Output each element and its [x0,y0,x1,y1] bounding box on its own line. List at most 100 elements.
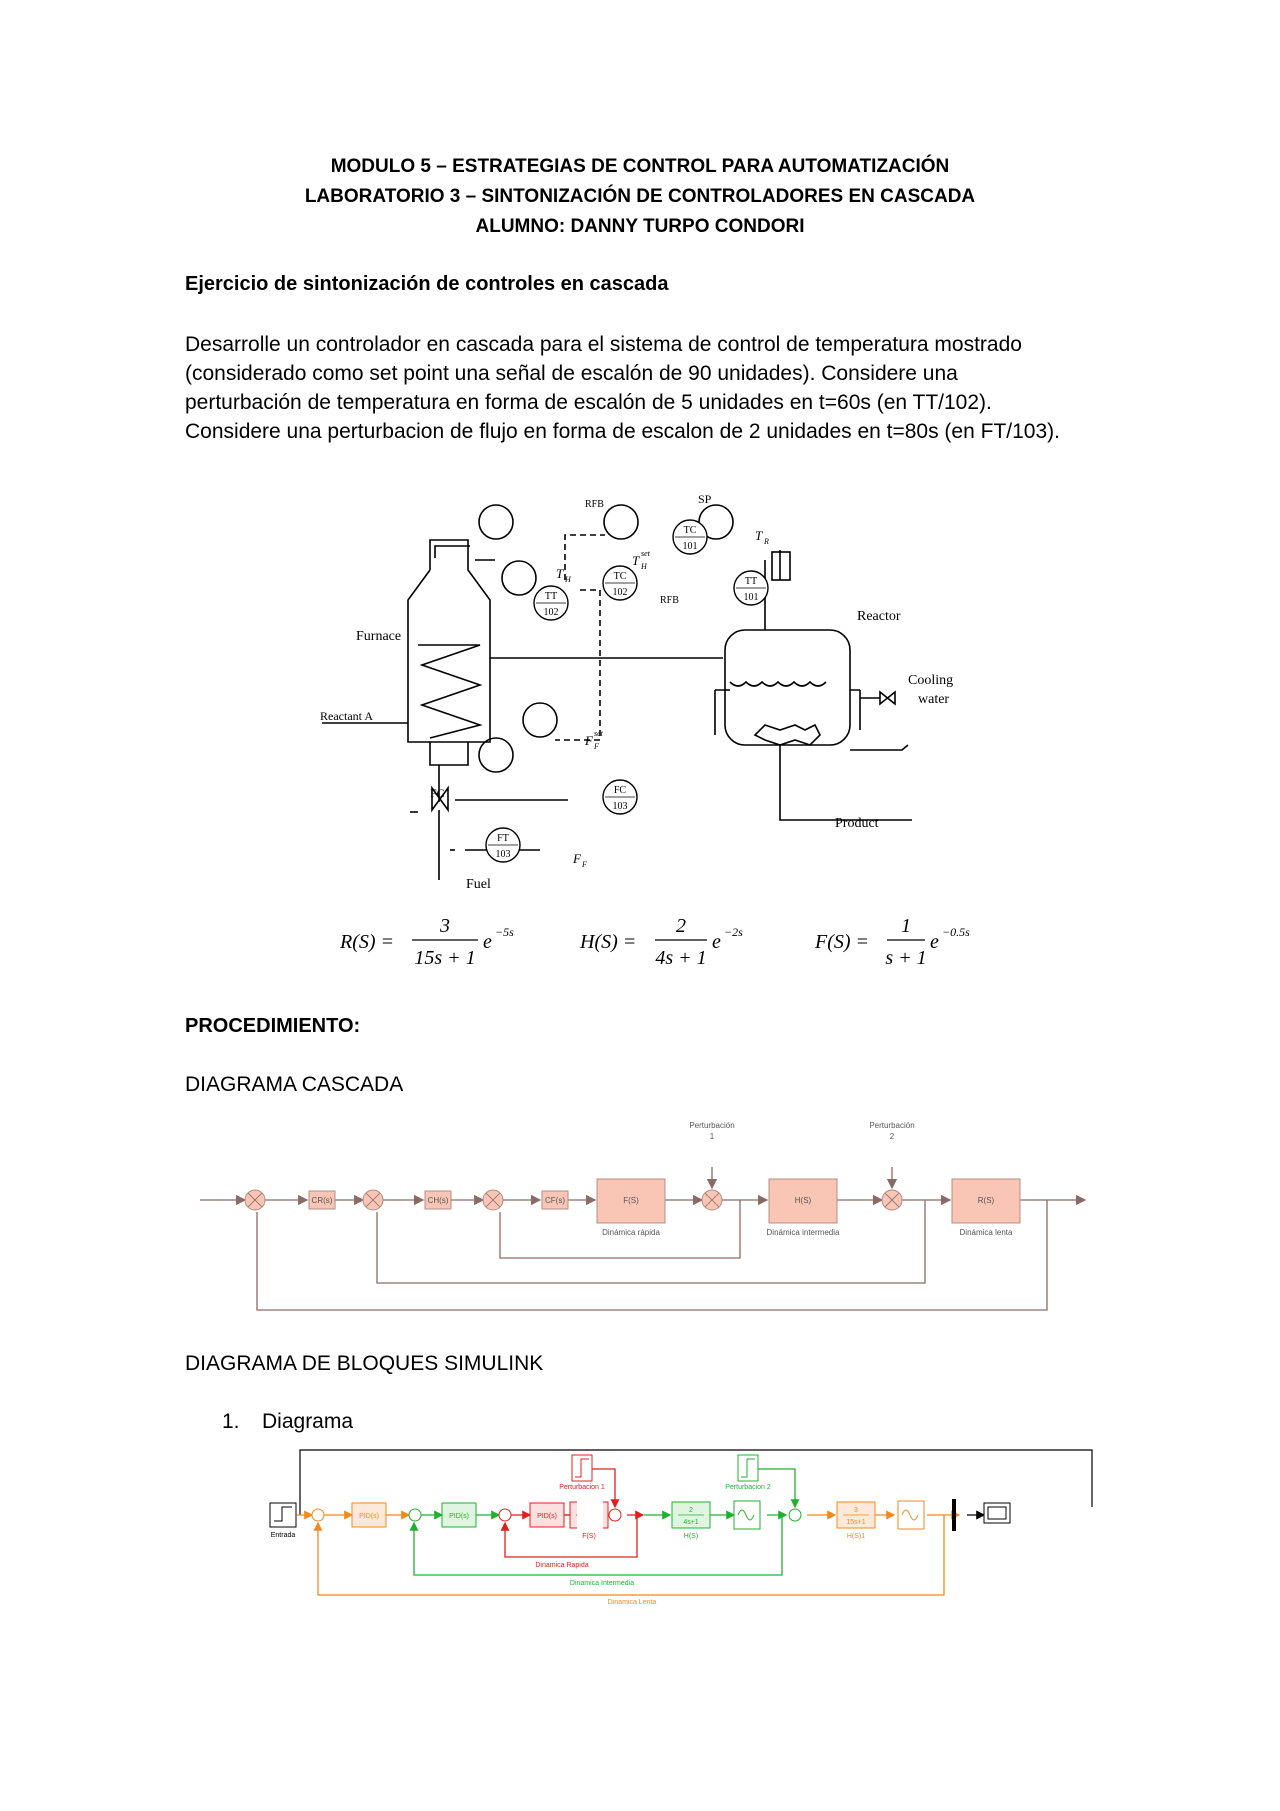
sim-pert2: Perturbacion 2 [725,1484,771,1491]
fc-valve-label: FC [430,786,445,800]
block-ch: CH(s) [428,1196,449,1205]
thset-sub: H [640,562,648,571]
fuel-label: Fuel [466,877,491,892]
th-label: T [556,566,564,581]
simulink-diagram: Entrada PID(s) PID(s) PID(s) Perturbacio… [269,1449,1093,1606]
exercise-line: Desarrolle un controlador en cascada par… [185,333,1022,356]
cascade-diagram: CR(s) CH(s) CF(s) F(S) H(S) R(S) Perturb… [200,1121,1087,1311]
eq-h-exp: e [712,931,721,953]
dyn-slow-label: Dinámica lenta [960,1228,1013,1237]
tt101-number: 101 [744,592,759,603]
tf-r-block-label: H(S)1 [847,1533,865,1540]
block-cf: CF(s) [545,1196,565,1205]
cascade-title: DIAGRAMA CASCADA [185,1073,404,1096]
pert1-number: 1 [710,1132,715,1141]
sp-label: SP [698,492,712,506]
tr-sub: R [763,537,769,546]
sim-pid3: PID(s) [537,1513,557,1520]
fset-sub: F [593,742,599,751]
block-h: H(S) [795,1196,812,1205]
pert2-label: Perturbación [869,1121,914,1130]
water-label: water [918,692,949,707]
eq-h-den: 4s + 1 [655,947,706,969]
exercise-title: Ejercicio de sintonización de controles … [185,273,669,295]
dyn-fast-label: Dinámica rápida [602,1228,660,1237]
tc102-tag: TC [614,571,627,582]
fset-label: F [584,733,594,748]
block-cr: CR(s) [312,1196,333,1205]
pert2-number: 2 [890,1132,895,1141]
sim-dyn-slow: Dinamica Lenta [608,1599,657,1606]
tf-r-block-den: 15s+1 [846,1519,865,1526]
none [262,1445,288,1473]
th-sub: H [564,575,572,584]
title-line-2: LABORATORIO 3 – SINTONIZACIÓN DE CONTROL… [304,186,976,207]
block-r: R(S) [978,1196,995,1205]
tf-h-block-den: 4s+1 [683,1519,698,1526]
tc101-number: 101 [683,541,698,552]
equations-row: R(S) = 3 15s + 1 e −5s H(S) = 2 4s + 1 e… [339,912,980,972]
tr-label: T [755,528,763,543]
ff-sub: F [581,860,587,869]
sim-dyn-mid: Dinamica Intermedia [570,1580,634,1587]
tc101-tag: TC [684,525,697,536]
eq-r-num: 3 [439,915,450,937]
sim-dyn-fast: Dinamica Rapida [535,1562,588,1569]
eq-r-lhs: R(S) = [340,931,394,953]
tf-r-block-num: 3 [854,1507,858,1514]
ft103-tag: FT [497,833,509,844]
title-line-3: ALUMNO: DANNY TURPO CONDORI [475,216,805,237]
tf-h-block-label: H(S) [684,1533,698,1540]
sim-pid1: PID(s) [359,1513,379,1520]
title-line-1: MODULO 5 – ESTRATEGIAS DE CONTROL PARA A… [330,156,950,177]
block-f: F(S) [623,1196,639,1205]
list-number: 1. [222,1410,240,1433]
tt102-tag: TT [545,591,557,602]
fset-sup: set [594,729,604,738]
simulink-title: DIAGRAMA DE BLOQUES SIMULINK [185,1352,544,1375]
eq-r-den: 15s + 1 [414,947,475,969]
reactant-label: Reactant A [320,709,373,723]
pert1-label: Perturbación [689,1121,734,1130]
ft103-number: 103 [496,849,511,860]
tf-h-block-num: 2 [689,1507,693,1514]
eq-f-pow: −0.5s [942,925,970,939]
eq-h-num: 2 [676,915,686,937]
sim-pid2: PID(s) [449,1513,469,1520]
product-label: Product [835,816,879,831]
list-item: Diagrama [262,1410,354,1433]
ff-label: F [572,851,582,866]
eq-f-exp: e [930,931,939,953]
exercise-line: perturbación de temperatura en forma de … [185,391,992,414]
delay-h-block [733,1500,761,1530]
eq-h-pow: −2s [724,925,743,939]
none [577,1501,603,1529]
tt102-number: 102 [544,607,559,618]
thset-label: T [632,553,640,568]
tc102-number: 102 [613,587,628,598]
dyn-mid-label: Dinámica intermedia [767,1228,840,1237]
procedure-title: PROCEDIMIENTO: [185,1015,361,1037]
exercise-line: (considerado como set point una señal de… [185,362,958,385]
eq-f-den: s + 1 [885,947,926,969]
fc103-number: 103 [613,801,628,812]
cooling-label: Cooling [908,673,953,688]
process-diagram [322,504,912,880]
reactor-label: Reactor [857,609,901,624]
sim-pert1: Perturbacion 1 [559,1484,605,1491]
rfb-right-label: RFB [660,595,679,606]
fc103-tag: FC [614,785,627,796]
rfb-top-label: RFB [585,499,604,510]
eq-r-exp: e [483,931,492,953]
delay-r-block [897,1500,925,1530]
thset-sup: set [641,549,651,558]
eq-f-num: 1 [901,915,911,937]
exercise-line: Considere una perturbacion de flujo en f… [185,420,1060,443]
eq-h-lhs: H(S) = [579,931,636,953]
tt101-tag: TT [745,576,757,587]
eq-r-pow: −5s [495,925,514,939]
eq-f-lhs: F(S) = [814,931,869,953]
furnace-label: Furnace [356,629,401,644]
